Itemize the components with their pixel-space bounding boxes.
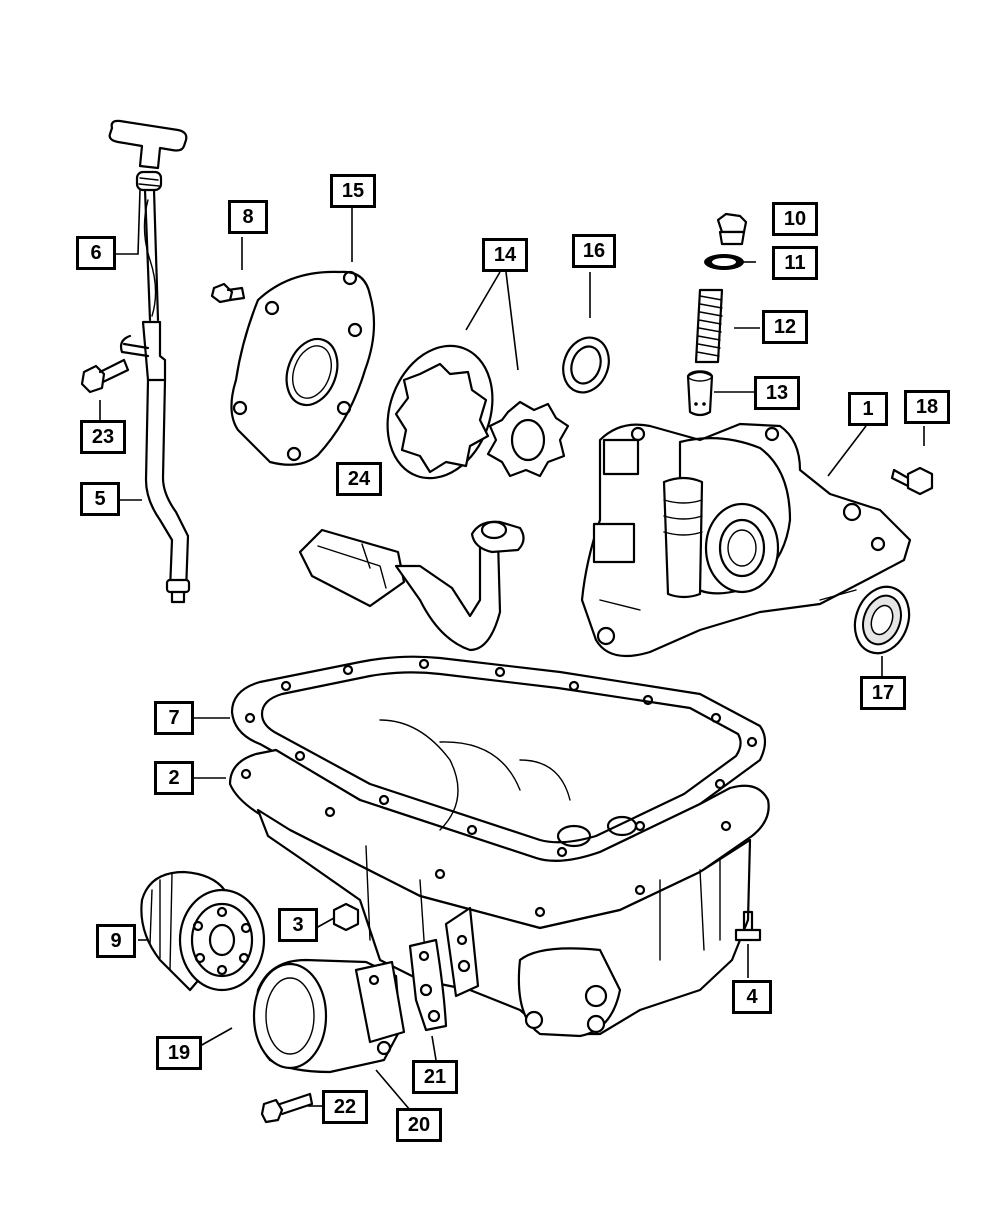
inner-rotor-part xyxy=(486,400,570,478)
crank-seal-part xyxy=(853,585,911,655)
callout-14-label: 14 xyxy=(493,244,517,266)
callout-12: 12 xyxy=(762,310,808,344)
callout-19-label: 19 xyxy=(167,1042,191,1064)
dipstick-tube-part xyxy=(119,320,191,604)
adapter-bolt-part xyxy=(260,1092,314,1124)
callout-17: 17 xyxy=(860,676,906,710)
callout-24: 24 xyxy=(336,462,382,496)
callout-15: 15 xyxy=(330,174,376,208)
callout-23-label: 23 xyxy=(91,426,115,448)
callout-10: 10 xyxy=(772,202,818,236)
callout-22: 22 xyxy=(322,1090,368,1124)
callout-1: 1 xyxy=(848,392,888,426)
callout-20: 20 xyxy=(396,1108,442,1142)
callout-6: 6 xyxy=(76,236,116,270)
callout-19: 19 xyxy=(156,1036,202,1070)
callout-10-label: 10 xyxy=(783,208,807,230)
callout-15-label: 15 xyxy=(341,180,365,202)
callout-2-label: 2 xyxy=(168,767,180,789)
callout-21: 21 xyxy=(412,1060,458,1094)
oil-filter-part xyxy=(140,870,266,992)
callout-12-label: 12 xyxy=(773,316,797,338)
cover-screw-part xyxy=(210,282,246,304)
callout-8-label: 8 xyxy=(242,206,254,228)
oil-pan-part xyxy=(228,719,770,1038)
callout-3-label: 3 xyxy=(292,914,304,936)
dipstick-part xyxy=(108,119,188,322)
callout-9: 9 xyxy=(96,924,136,958)
relief-plug-part xyxy=(716,212,748,246)
callout-18: 18 xyxy=(904,390,950,424)
callout-22-label: 22 xyxy=(333,1096,357,1118)
callout-24-label: 24 xyxy=(347,468,371,490)
callout-18-label: 18 xyxy=(915,396,939,418)
callout-13: 13 xyxy=(754,376,800,410)
oil-pickup-part xyxy=(298,520,525,652)
callout-5-label: 5 xyxy=(94,488,106,510)
callout-5: 5 xyxy=(80,482,120,516)
callout-2: 2 xyxy=(154,761,194,795)
callout-4: 4 xyxy=(732,980,772,1014)
pan-bolt-part xyxy=(734,910,762,942)
callout-17-label: 17 xyxy=(871,682,895,704)
callout-23: 23 xyxy=(80,420,126,454)
pump-cover-part xyxy=(230,270,376,466)
callout-21-label: 21 xyxy=(423,1066,447,1088)
oil-pump-body-part xyxy=(580,422,912,658)
callout-6-label: 6 xyxy=(90,242,102,264)
callout-9-label: 9 xyxy=(110,930,122,952)
callout-7: 7 xyxy=(154,701,194,735)
leader-lines xyxy=(99,189,925,1111)
pump-seal-part xyxy=(562,336,610,394)
callout-8: 8 xyxy=(228,200,268,234)
callout-7-label: 7 xyxy=(168,707,180,729)
callout-13-label: 13 xyxy=(765,382,789,404)
callout-4-label: 4 xyxy=(746,986,758,1008)
outer-rotor-part xyxy=(386,344,494,480)
relief-washer-part xyxy=(704,254,744,270)
callout-16-label: 16 xyxy=(582,240,606,262)
callout-11: 11 xyxy=(772,246,818,280)
filter-adapter-part xyxy=(252,958,406,1074)
drain-plug-part xyxy=(332,902,360,932)
callout-16: 16 xyxy=(572,234,616,268)
adapter-gasket-part xyxy=(408,906,480,1032)
relief-valve-part xyxy=(686,370,714,417)
callout-11-label: 11 xyxy=(784,252,806,274)
callout-3: 3 xyxy=(278,908,318,942)
dipstick-bolt-part xyxy=(80,358,130,394)
callout-14: 14 xyxy=(482,238,528,272)
relief-spring-part xyxy=(694,288,724,364)
callout-1-label: 1 xyxy=(862,398,874,420)
callout-20-label: 20 xyxy=(407,1114,431,1136)
pump-bolt-part xyxy=(890,466,934,496)
